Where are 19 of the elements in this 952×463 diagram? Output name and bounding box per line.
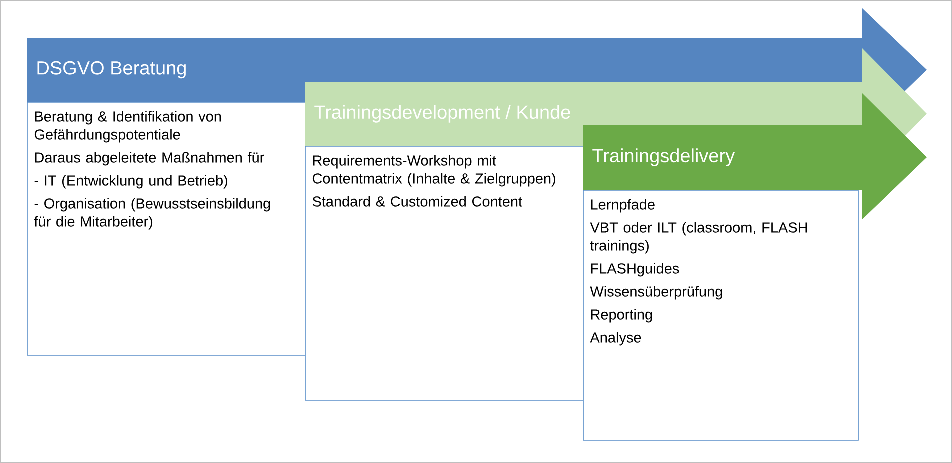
node-label: - Organisation (Bewusstseinsbildung für die Mitarbeiter) (34, 198, 270, 230)
node-label: VBT oder ILT (classroom, FLASH trainings) (590, 222, 808, 254)
node-label: - IT (Entwicklung und Betrieb) (34, 175, 228, 189)
band-title: DSGVO Beratung (38, 61, 186, 79)
node-label: Reporting (591, 309, 652, 323)
node-label: Daraus abgeleitete Maßnahmen für (35, 152, 264, 166)
node-label: Lernpfade (591, 199, 655, 213)
text-list: Beratung & Identifikation von Gefährdungspotentiale Daraus abgeleitete Maßnahmen für - IT (Entwicklung und Betrieb) - Organisation (Bewusstseinsbildung für die Mitarbeiter) (34, 111, 270, 230)
node-label: Analyse (590, 332, 642, 346)
node-label: FLASHguides (591, 263, 680, 277)
node-label: Wissensüberprüfung (590, 286, 722, 300)
text-list: Lernpfade VBT oder ILT (classroom, FLASH trainings) FLASHguides Wissensüberprüfung Reporting Analyse (590, 199, 808, 346)
band-title: Trainingsdevelopment / Kunde (314, 105, 570, 123)
text-box (583, 190, 859, 441)
text-list: Requirements-Workshop mit Contentmatrix (Inhalte & Zielgruppen) Standard & Customized Content (312, 155, 556, 207)
band-title: Trainingsdelivery (592, 148, 736, 166)
node-label: Beratung & Identifikation von Gefährdungspotentiale (34, 111, 222, 143)
text-box (27, 102, 306, 356)
text-box (305, 146, 586, 401)
